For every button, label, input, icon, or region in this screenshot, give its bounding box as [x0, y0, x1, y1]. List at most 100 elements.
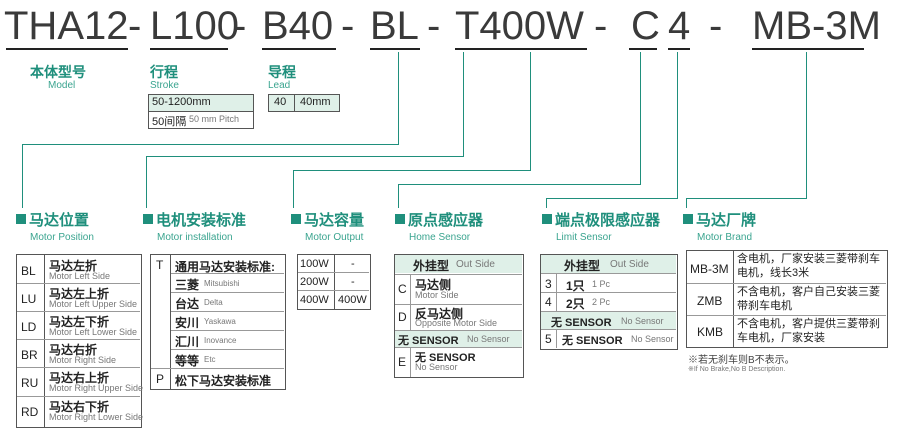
home-header-cn: 外挂型 [413, 259, 450, 273]
connector-brand-drop [686, 198, 687, 208]
connector-install-v [463, 52, 464, 156]
underline-stroke [150, 48, 228, 50]
home-cn: 反马达侧 [415, 307, 464, 321]
limit-cn: 2只 [566, 297, 585, 311]
install-cn: 三菱 [175, 278, 200, 292]
stroke-label-en: Stroke [150, 80, 179, 91]
position-en: Motor Left Upper Side [49, 299, 138, 309]
position-cn: 马达左上折 [49, 287, 110, 301]
position-cn: 马达右上折 [49, 371, 110, 385]
limit-header-cn: 外挂型 [564, 259, 601, 273]
connector-home-drop [398, 184, 399, 208]
code-dash-1: - [128, 4, 142, 48]
limit-title: 端点极限感应器 [555, 212, 661, 229]
limit-cn: 无 SENSOR [551, 317, 612, 329]
bullet-icon [143, 214, 153, 224]
lead-box [268, 94, 340, 112]
position-code: BR [21, 348, 38, 362]
connector-limit-h [546, 198, 678, 199]
connector-brand-h [686, 198, 807, 199]
position-en: Motor Left Side [49, 271, 111, 281]
underline-install-output [455, 48, 587, 50]
code-home-sensor: C [631, 4, 660, 48]
home-cn: 马达侧 [415, 278, 452, 292]
install-cn: 台达 [175, 297, 200, 311]
connector-home-h [398, 184, 641, 185]
home-header-en: Out Side [456, 259, 495, 270]
lead-code: 40 [274, 96, 287, 108]
install-en: Yaskawa [204, 317, 236, 326]
row-divider [17, 311, 140, 312]
install-divider [170, 254, 171, 390]
output-code: 400W [300, 294, 329, 306]
bullet-icon [395, 214, 405, 224]
position-code: LD [21, 320, 37, 334]
install-cn: 汇川 [175, 335, 200, 349]
model-label-cn: 本体型号 [30, 64, 86, 80]
position-code: RU [21, 376, 39, 390]
underline-brand [752, 48, 864, 50]
connector-position-v [398, 52, 399, 144]
row-divider [17, 339, 140, 340]
position-en: Motor Right Lower Side [49, 412, 144, 422]
position-en: Motor Left Lower Side [49, 327, 138, 337]
code-dash-2: - [233, 4, 247, 48]
code-model: THA12 [4, 4, 129, 48]
brand-title: 马达厂牌 [696, 212, 757, 229]
code-dash-5: - [594, 4, 608, 48]
row-divider [687, 283, 886, 284]
limit-nosensor-bg [541, 312, 676, 329]
bullet-icon [291, 214, 301, 224]
install-cn: 安川 [175, 316, 200, 330]
brand-note-cn: ※若无刹车则B不表示。 [688, 355, 795, 366]
home-code: E [398, 355, 407, 369]
position-cn: 马达左下折 [49, 315, 110, 329]
row-divider [17, 396, 140, 397]
row-divider [298, 290, 369, 291]
col-divider [410, 347, 411, 377]
bullet-icon [542, 214, 552, 224]
col-divider [556, 329, 557, 348]
connector-output-v [530, 52, 531, 170]
row-divider [541, 329, 676, 330]
code-position: BL [370, 4, 419, 48]
underline-position [370, 48, 420, 50]
row-divider [395, 304, 522, 305]
brand-table [686, 250, 888, 348]
brand-code: ZMB [697, 294, 723, 308]
row-divider [687, 315, 886, 316]
lead-value: 40mm [300, 96, 331, 108]
brand-divider [733, 250, 734, 348]
install-en: Etc [204, 355, 216, 364]
row-divider [395, 274, 522, 275]
bullet-icon [16, 214, 26, 224]
install-cn: 等等 [175, 354, 200, 368]
limit-header-bg [541, 255, 676, 273]
home-code: C [398, 282, 407, 296]
code-lead: B40 [262, 4, 334, 48]
limit-code: 3 [545, 277, 552, 291]
row-divider [395, 330, 522, 331]
code-install-output: T400W [455, 4, 584, 48]
connector-output-drop [293, 170, 294, 208]
stroke-range: 50-1200mm [152, 96, 211, 108]
col-divider [410, 274, 411, 304]
code-stroke: L100 [150, 4, 239, 48]
row-divider [151, 368, 284, 369]
limit-cn: 无 SENSOR [562, 335, 623, 347]
connector-install-h [146, 156, 464, 157]
connector-position-drop [22, 144, 23, 208]
install-en: Inovance [204, 336, 237, 345]
row-divider [541, 311, 676, 312]
connector-brand-v [806, 52, 807, 198]
position-title: 马达位置 [29, 212, 90, 229]
position-cn: 马达右折 [49, 343, 98, 357]
row-divider [298, 272, 369, 273]
position-cn: 马达右下折 [49, 400, 110, 414]
output-subtitle: Motor Output [305, 232, 364, 243]
stroke-pitch-en: 50 mm Pitch [189, 114, 240, 124]
limit-code: 5 [545, 332, 552, 346]
connector-home-v [640, 52, 641, 184]
code-dash-3: - [341, 4, 355, 48]
position-code: RD [21, 405, 39, 419]
